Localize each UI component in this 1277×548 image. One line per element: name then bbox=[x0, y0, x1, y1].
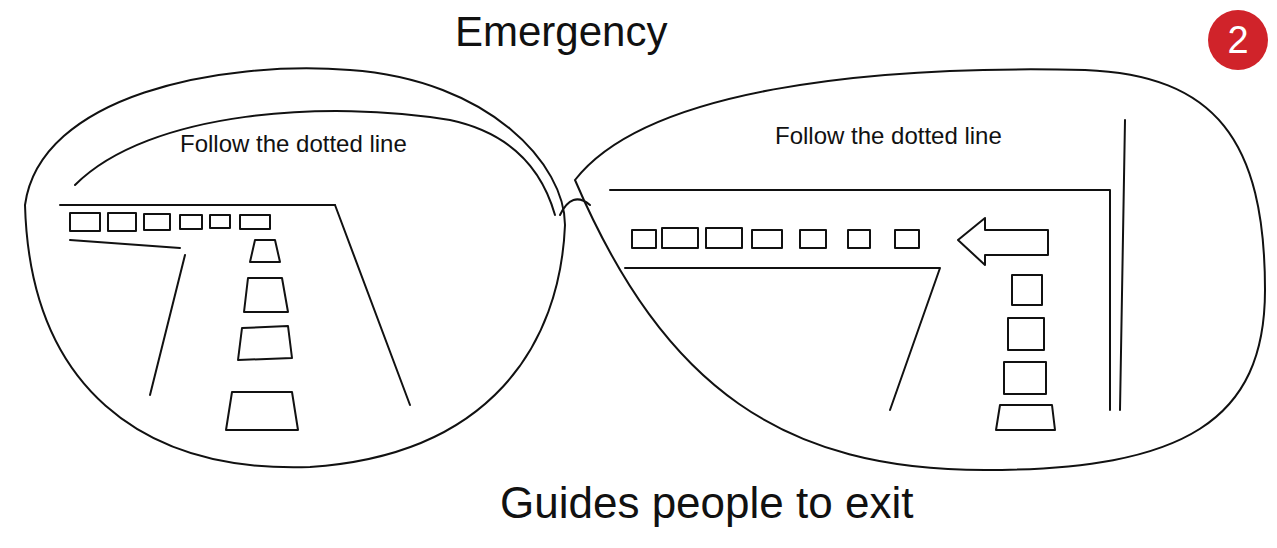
corridor-edge bbox=[60, 204, 335, 206]
sketch-caption: Guides people to exit bbox=[500, 478, 913, 528]
sketch-title: Emergency bbox=[455, 8, 667, 56]
sign-text: Follow the dotted line bbox=[180, 130, 430, 158]
exit-arrow bbox=[958, 218, 1048, 265]
dotted-line bbox=[632, 218, 1055, 430]
lens-node: Follow the dotted line bbox=[20, 55, 570, 475]
lens-shape bbox=[575, 69, 1265, 470]
corridor-edge bbox=[625, 268, 940, 410]
callout-number: 2 bbox=[1227, 19, 1248, 62]
dotted-line bbox=[70, 213, 298, 430]
panel-frame bbox=[1120, 120, 1125, 410]
corridor-edge bbox=[70, 240, 180, 248]
inner-rim bbox=[75, 111, 555, 215]
panel-frame bbox=[610, 190, 1110, 410]
corridor-wall bbox=[335, 205, 410, 405]
lens-outline bbox=[20, 55, 570, 475]
sign-text: Follow the dotted line bbox=[775, 122, 1025, 150]
callout-badge bbox=[1208, 10, 1268, 70]
corridor-wall bbox=[150, 255, 185, 395]
lens-shape bbox=[25, 68, 565, 467]
lens-node: Follow the dotted line bbox=[565, 60, 1270, 475]
